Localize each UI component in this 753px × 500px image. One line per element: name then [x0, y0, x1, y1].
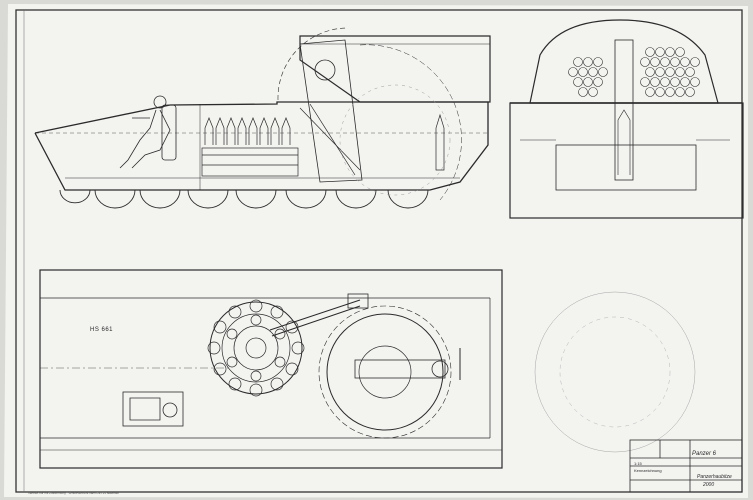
title-block-sheet: Panzer 6 — [692, 451, 717, 457]
turret-ring-icon — [318, 305, 461, 439]
turret-outline — [299, 35, 491, 103]
hull-outline — [34, 101, 489, 191]
plan-view — [39, 269, 696, 469]
ammunition-carousel-icon — [207, 299, 305, 397]
title-block-scale: 1:15 — [634, 461, 642, 466]
title-block-year: 2000 — [703, 482, 715, 488]
side-elevation-view — [34, 27, 491, 209]
crew-figure-icon — [119, 95, 177, 169]
shell-rack-side — [201, 117, 299, 177]
title-block-project: Kennzeichnung — [634, 468, 662, 473]
turret-traverse-arc — [277, 27, 347, 101]
title-block-title: Panzerhaubitze — [697, 474, 732, 480]
title-block — [629, 439, 743, 493]
hull-plan-outline — [39, 269, 503, 469]
turret-section-outline — [529, 19, 719, 104]
footer-note: Vertrieb nur mit Zustimmung · Schutzverm… — [28, 491, 120, 495]
designation-label: HS 661 — [90, 327, 114, 333]
driver-seat-icon — [122, 391, 184, 427]
road-wheels — [59, 189, 429, 209]
drawing-frame — [15, 9, 743, 493]
paper — [4, 4, 748, 498]
cross-section-view — [509, 19, 744, 219]
